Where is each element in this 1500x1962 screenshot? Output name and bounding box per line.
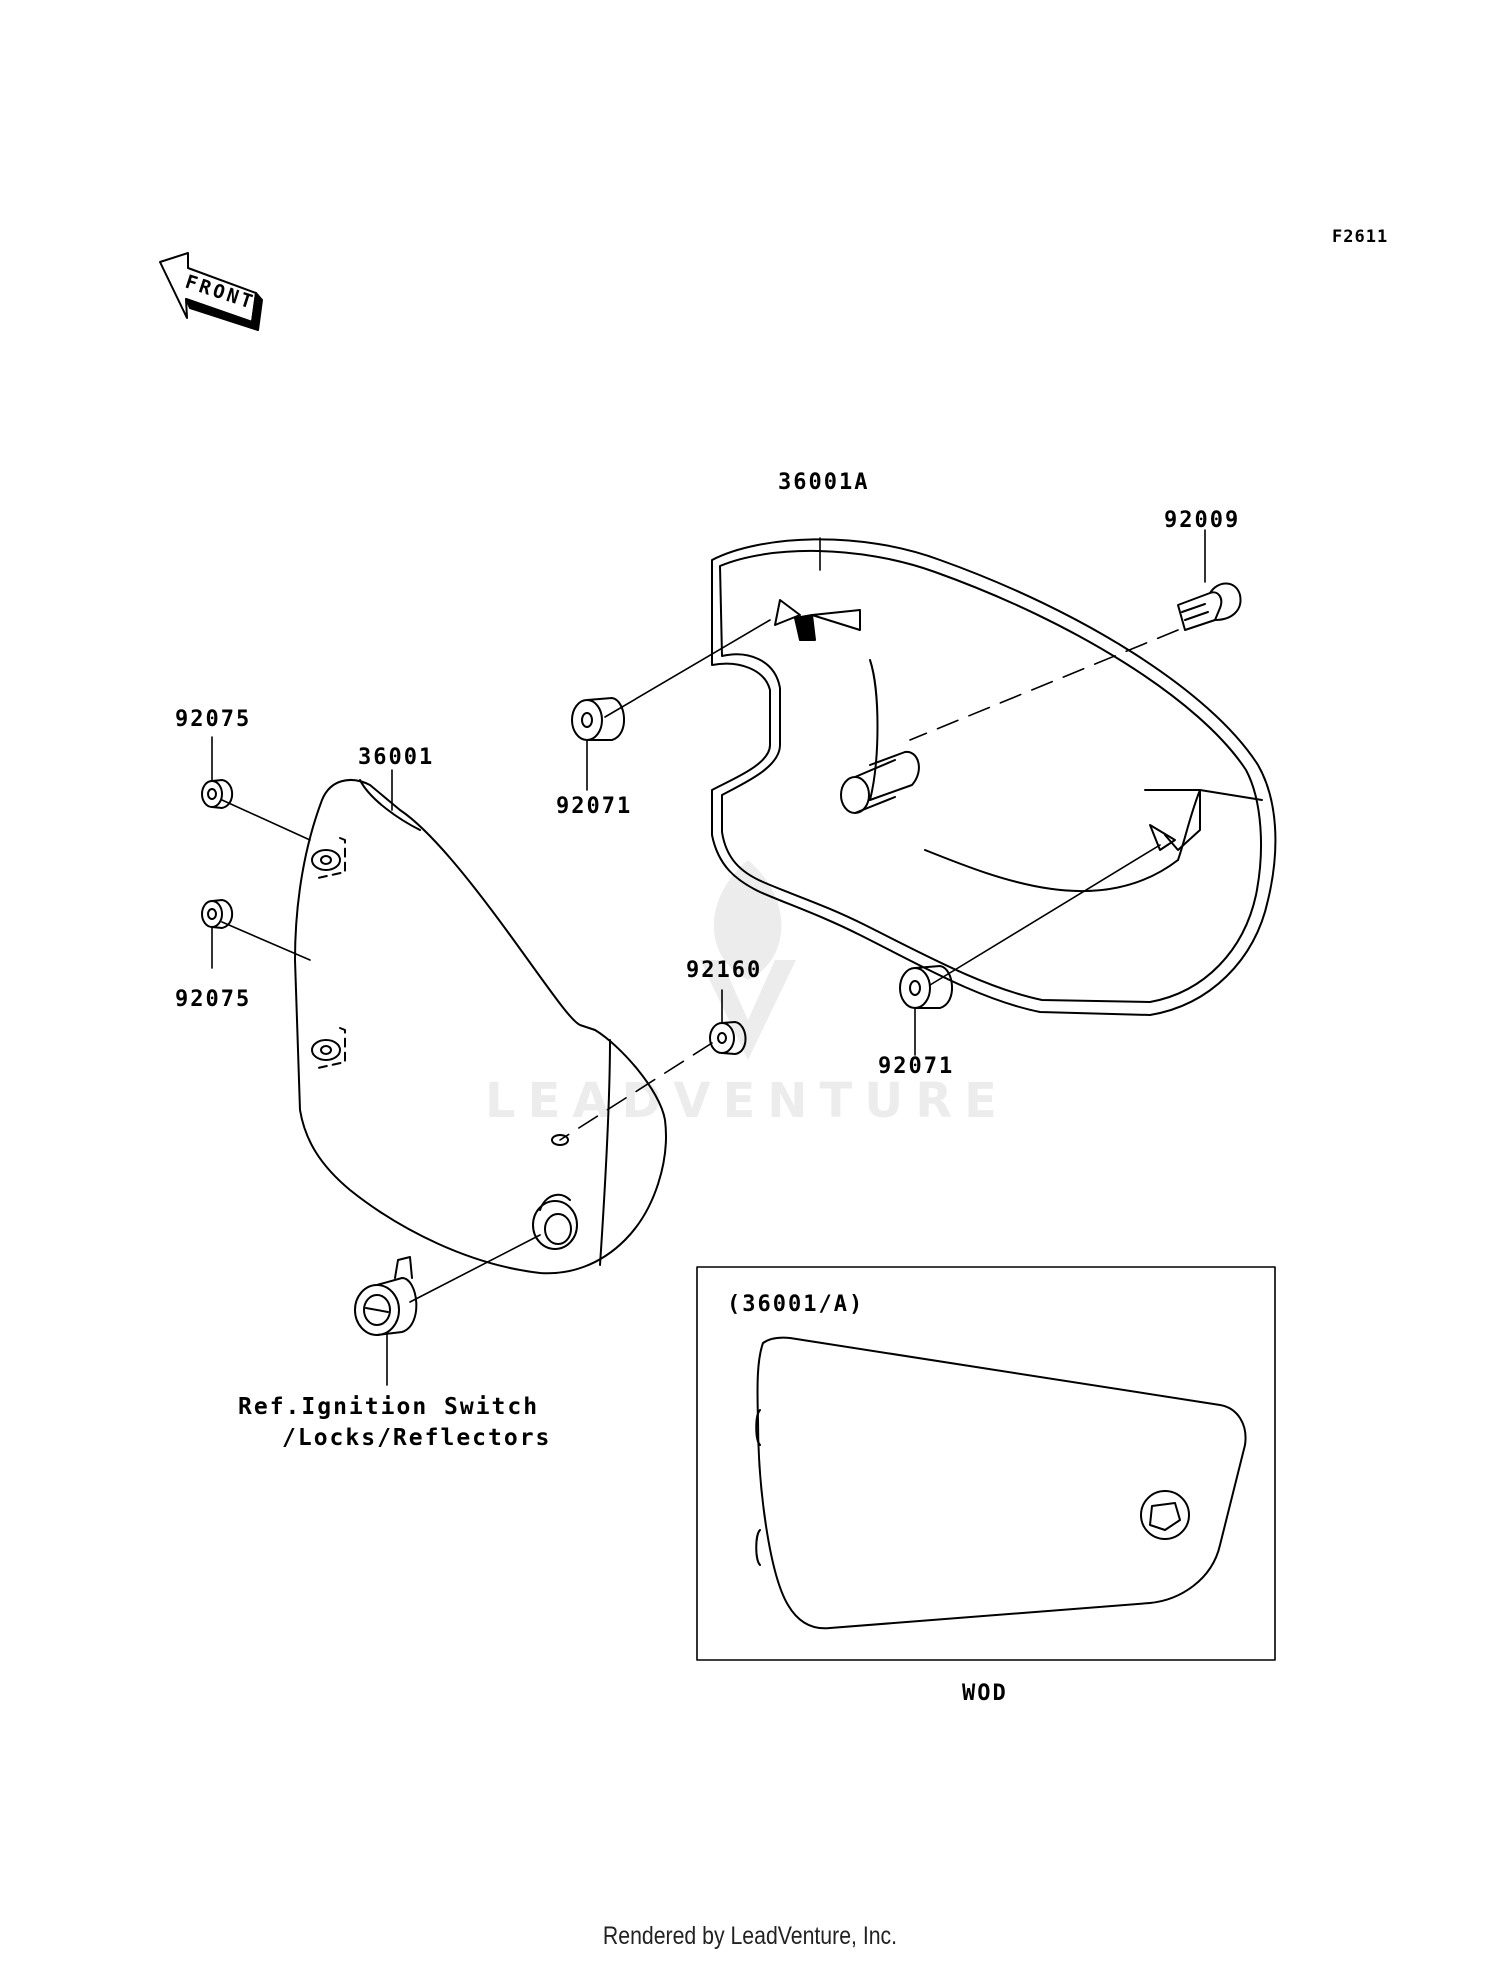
callout-92075-lower: 92075 bbox=[175, 987, 252, 1012]
grommet-92160 bbox=[709, 1021, 747, 1055]
side-cover-left bbox=[294, 779, 667, 1275]
watermark-text: LEADVENTURE bbox=[485, 1073, 1009, 1129]
reference-note: Ref.Ignition Switch /Locks/Reflectors bbox=[238, 1392, 551, 1454]
inset-caption: WOD bbox=[962, 1681, 1008, 1706]
diagram-code: F2611 bbox=[1332, 227, 1389, 247]
grommet-92075-lower bbox=[201, 899, 234, 929]
lock-cylinder bbox=[354, 1256, 418, 1336]
callout-36001: 36001 bbox=[358, 745, 435, 770]
callout-92071-lower: 92071 bbox=[878, 1054, 955, 1079]
bolt-92009 bbox=[1177, 582, 1242, 631]
callout-92009: 92009 bbox=[1164, 508, 1241, 533]
grommet-92071-upper bbox=[571, 697, 626, 741]
inset-frame bbox=[696, 1266, 1276, 1661]
watermark-logo bbox=[700, 860, 796, 1060]
grommet-92071-lower bbox=[899, 965, 954, 1009]
front-arrow-icon: FRONT bbox=[159, 252, 263, 331]
callout-92160: 92160 bbox=[686, 958, 763, 983]
reference-line-2: /Locks/Reflectors bbox=[282, 1425, 552, 1451]
callout-92075-upper: 92075 bbox=[175, 707, 252, 732]
callout-92071-upper: 92071 bbox=[556, 794, 633, 819]
leader-lines bbox=[211, 529, 1206, 1386]
reference-line-1: Ref.Ignition Switch bbox=[238, 1394, 540, 1420]
grommet-92075-upper bbox=[201, 779, 234, 809]
footer-credit: Rendered by LeadVenture, Inc. bbox=[602, 1922, 898, 1950]
side-cover-right bbox=[711, 538, 1277, 1016]
callout-36001A: 36001A bbox=[778, 470, 870, 495]
inset-title: (36001/A) bbox=[727, 1292, 865, 1317]
